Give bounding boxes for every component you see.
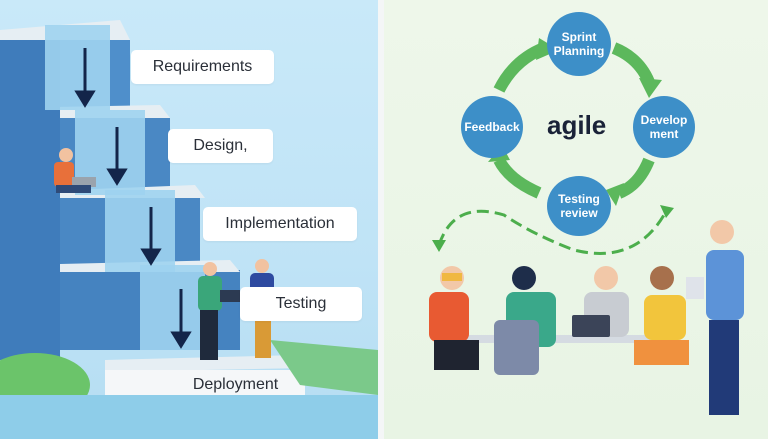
agile-cycle-arrows [429,38,744,415]
node-development: Develop ment [633,96,695,158]
node-feedback: Feedback [461,96,523,158]
step-deployment: Deployment [192,376,279,393]
team-meeting-icon [429,220,744,415]
waterfall-illustration [0,20,378,439]
node-sprint-planning: Sprint Planning [547,12,611,76]
person-sitting-icon [54,148,96,193]
agile-panel: Sprint Planning Develop ment Testing rev… [384,0,768,439]
step-design: Design, [168,129,273,163]
waterfall-panel: Requirements Design, Implementation Test… [0,0,378,439]
person-green-icon [198,262,240,360]
panel-divider [378,0,384,439]
step-requirements: Requirements [131,50,274,84]
agile-title: agile [547,110,607,140]
step-implementation: Implementation [203,207,357,241]
node-testing-review: Testing review [547,176,611,236]
step-testing: Testing [240,287,362,321]
